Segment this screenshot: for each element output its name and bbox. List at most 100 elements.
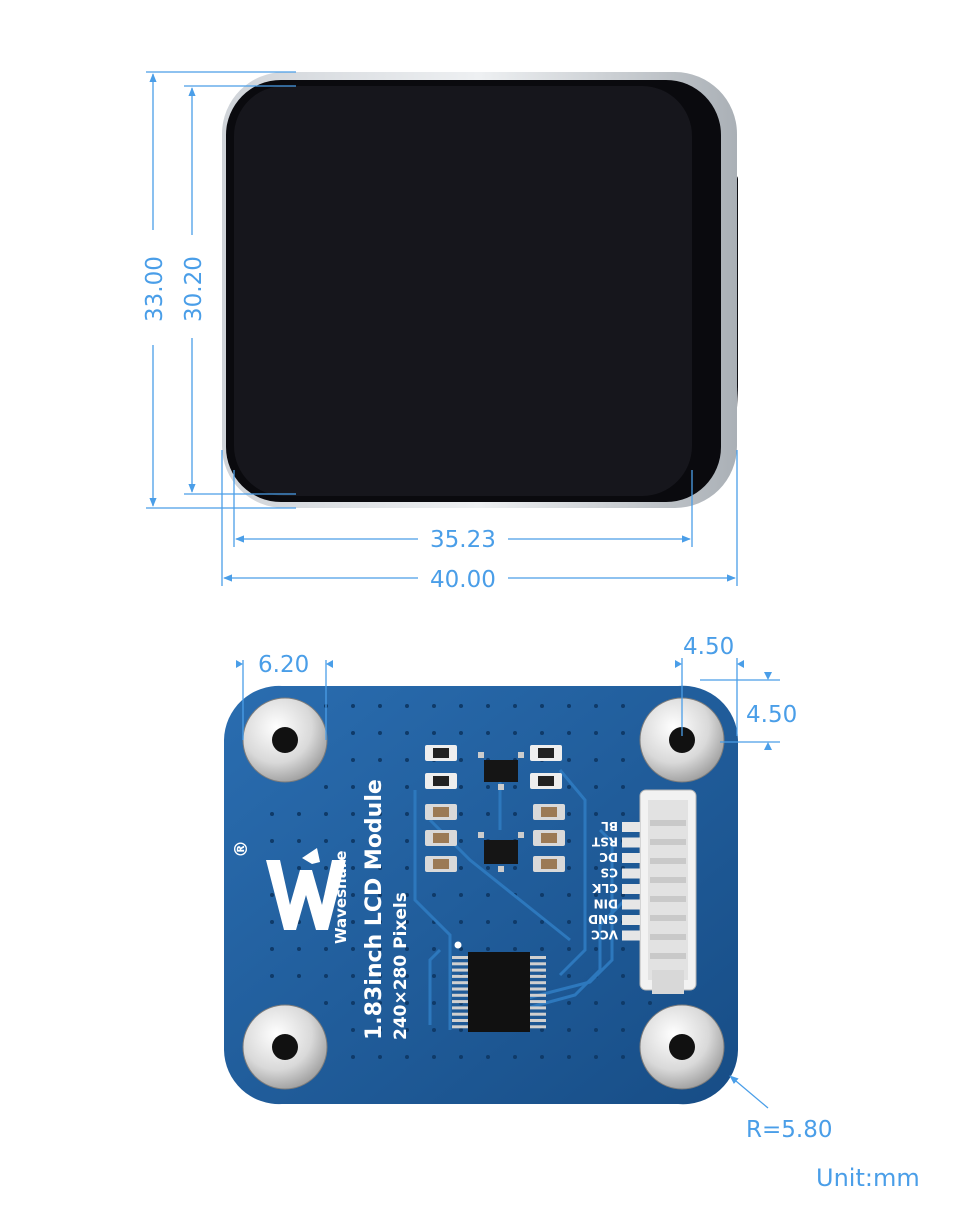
via-dot bbox=[297, 866, 301, 870]
via-dot bbox=[378, 893, 382, 897]
via-dot bbox=[594, 1028, 598, 1032]
via-dot bbox=[351, 1001, 355, 1005]
via-dot bbox=[594, 785, 598, 789]
pin-pad bbox=[622, 868, 640, 879]
ic-pin bbox=[530, 987, 546, 991]
via-dot bbox=[351, 704, 355, 708]
dim-corner-radius: R=5.80 bbox=[746, 1117, 832, 1143]
via-dot bbox=[567, 704, 571, 708]
registered-mark: ® bbox=[231, 840, 252, 858]
via-dot bbox=[297, 839, 301, 843]
mounting-hole-top-right bbox=[639, 697, 725, 783]
via-dot bbox=[567, 1055, 571, 1059]
via-dot bbox=[567, 947, 571, 951]
mounting-hole-bottom-right bbox=[639, 1004, 725, 1090]
via-dot bbox=[459, 731, 463, 735]
via-dot bbox=[594, 839, 598, 843]
via-dot bbox=[405, 920, 409, 924]
ic-pin bbox=[452, 968, 468, 972]
via-dot bbox=[513, 704, 517, 708]
ic-pin bbox=[452, 1025, 468, 1029]
via-dot bbox=[378, 758, 382, 762]
via-dot bbox=[621, 1055, 625, 1059]
via-dot bbox=[378, 1055, 382, 1059]
via-dot bbox=[297, 947, 301, 951]
via-dot bbox=[459, 839, 463, 843]
via-dot bbox=[432, 731, 436, 735]
dim-screen-height: 30.20 bbox=[181, 256, 207, 322]
ic-pin bbox=[530, 968, 546, 972]
lcd-screen bbox=[234, 86, 692, 496]
via-dot bbox=[567, 866, 571, 870]
via-dot bbox=[270, 839, 274, 843]
fpc-pin bbox=[650, 858, 686, 864]
via-dot bbox=[405, 893, 409, 897]
via-dot bbox=[378, 704, 382, 708]
pin-label-dc: DC bbox=[599, 850, 618, 864]
pcb-board bbox=[224, 685, 738, 1105]
via-dot bbox=[567, 920, 571, 924]
dim-arrow-6-20-left bbox=[236, 660, 243, 668]
via-dot bbox=[594, 1001, 598, 1005]
dim-total-height: 33.00 bbox=[142, 256, 168, 322]
via-dot bbox=[594, 947, 598, 951]
ic-pin bbox=[530, 981, 546, 985]
via-dot bbox=[513, 866, 517, 870]
via-dot bbox=[270, 947, 274, 951]
ic-pin bbox=[452, 987, 468, 991]
fpc-pin bbox=[650, 877, 686, 883]
via-dot bbox=[621, 704, 625, 708]
via-dot bbox=[567, 758, 571, 762]
via-dot bbox=[621, 785, 625, 789]
ic-pin bbox=[452, 974, 468, 978]
ic-pin bbox=[530, 1019, 546, 1022]
pin-pad bbox=[622, 822, 640, 832]
via-dot bbox=[405, 974, 409, 978]
ic-pin bbox=[452, 1006, 468, 1010]
via-dot bbox=[594, 812, 598, 816]
via-dot bbox=[486, 704, 490, 708]
via-dot bbox=[324, 866, 328, 870]
via-dot bbox=[432, 974, 436, 978]
via-dot bbox=[486, 1055, 490, 1059]
ic-pin bbox=[452, 993, 468, 997]
via-dot bbox=[378, 1028, 382, 1032]
dim-hole-offset-right: 4.50 bbox=[683, 634, 734, 660]
driver-ic bbox=[452, 941, 546, 1032]
ic-pin bbox=[530, 1000, 546, 1004]
via-dot bbox=[594, 731, 598, 735]
via-dot bbox=[459, 866, 463, 870]
via-dot bbox=[459, 704, 463, 708]
radius-leader bbox=[729, 1075, 769, 1109]
via-dot bbox=[540, 731, 544, 735]
via-dot bbox=[405, 1001, 409, 1005]
via-dot bbox=[513, 731, 517, 735]
via-dot bbox=[432, 947, 436, 951]
via-dot bbox=[324, 785, 328, 789]
dim-arrow-4-50-b bbox=[737, 660, 744, 668]
ic-pin bbox=[530, 1012, 546, 1016]
pin-label-din: DIN bbox=[594, 897, 618, 911]
via-dot bbox=[459, 1028, 463, 1032]
fpc-pin bbox=[650, 915, 686, 921]
via-dot bbox=[513, 785, 517, 789]
via-dot bbox=[459, 812, 463, 816]
via-dot bbox=[540, 947, 544, 951]
ic-pin bbox=[452, 1000, 468, 1004]
via-dot bbox=[297, 974, 301, 978]
via-dot bbox=[567, 974, 571, 978]
via-dot bbox=[378, 812, 382, 816]
via-dot bbox=[405, 839, 409, 843]
via-dot bbox=[378, 947, 382, 951]
via-dot bbox=[567, 1028, 571, 1032]
dim-arrow-4-50-a bbox=[675, 660, 682, 668]
via-dot bbox=[540, 893, 544, 897]
via-dot bbox=[486, 920, 490, 924]
via-dot bbox=[405, 758, 409, 762]
pcb-resolution: 240×280 Pixels bbox=[391, 892, 411, 1040]
via-dot bbox=[324, 1001, 328, 1005]
via-dot bbox=[513, 947, 517, 951]
dim-arrow-6-20-right bbox=[326, 660, 333, 668]
